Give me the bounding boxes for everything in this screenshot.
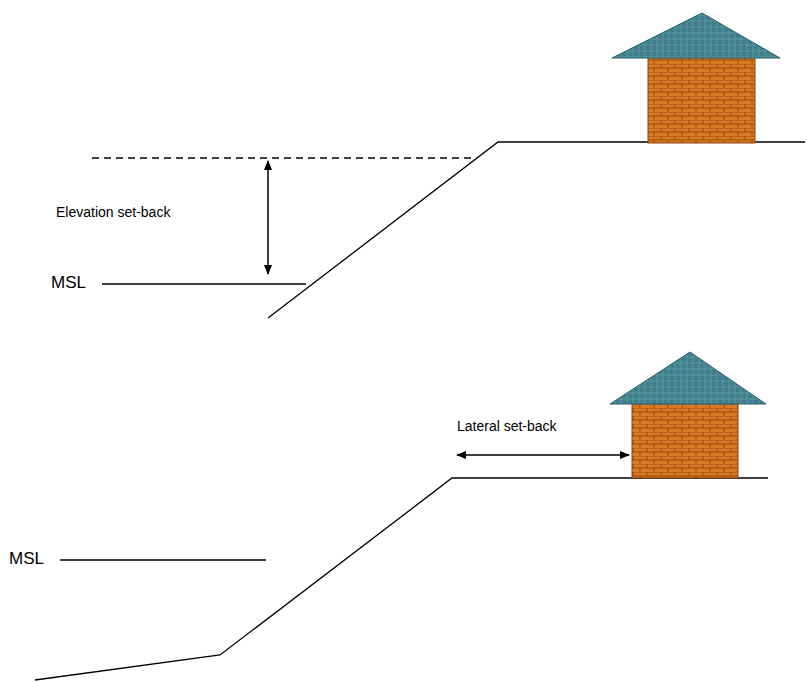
msl-label: MSL bbox=[8, 549, 45, 569]
elevation-arrow bbox=[267, 161, 269, 274]
dimension-label: Elevation set-back bbox=[55, 204, 171, 220]
house-roof bbox=[612, 13, 780, 58]
house-wall bbox=[632, 402, 738, 478]
msl-label: MSL bbox=[50, 273, 87, 293]
ground-profile bbox=[35, 478, 768, 680]
house-roof bbox=[610, 352, 766, 404]
lateral-arrow bbox=[457, 454, 629, 456]
dimension-label: Lateral set-back bbox=[456, 418, 558, 434]
lateral-panel bbox=[35, 352, 768, 680]
msl-line bbox=[102, 283, 306, 284]
setback-level bbox=[92, 157, 472, 158]
ground-profile bbox=[268, 142, 805, 318]
house-wall bbox=[648, 56, 755, 143]
msl-line bbox=[60, 559, 266, 560]
elevation-panel bbox=[92, 13, 805, 318]
